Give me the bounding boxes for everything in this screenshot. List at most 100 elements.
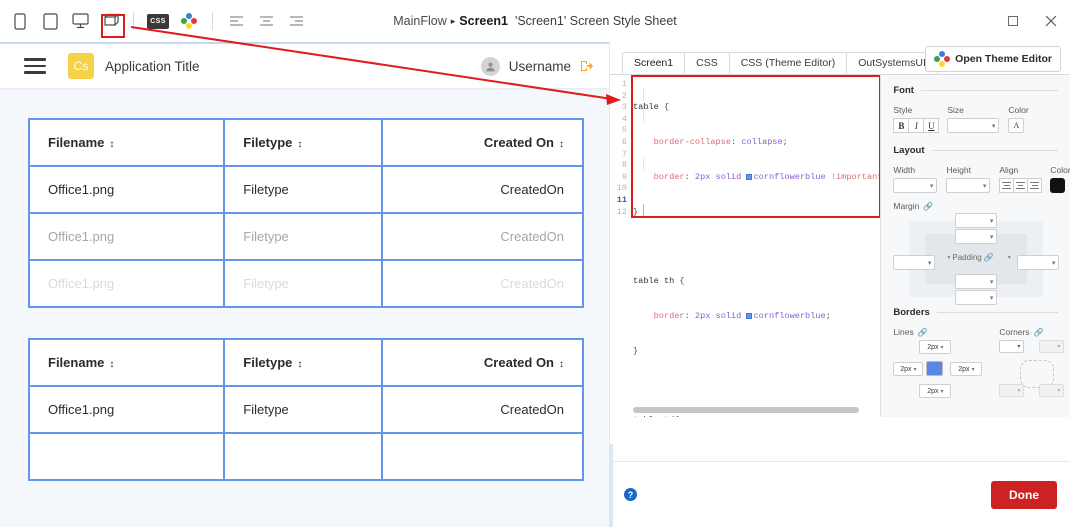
padding-label: Padding — [952, 253, 982, 262]
tab-css[interactable]: CSS — [684, 52, 730, 74]
cell-filename — [27, 432, 226, 481]
css-button[interactable]: CSS — [143, 8, 173, 34]
open-theme-editor-button[interactable]: Open Theme Editor — [925, 46, 1061, 72]
logout-icon[interactable] — [579, 59, 593, 73]
help-icon[interactable]: ? — [624, 488, 637, 501]
code-line-1: table { — [633, 102, 670, 113]
column-header-created-on[interactable]: Created On ↕ — [380, 338, 585, 387]
color-swatch-inline[interactable] — [746, 173, 753, 180]
sort-icon[interactable]: ↕ — [559, 139, 564, 150]
border-right-width-select[interactable]: 2px — [950, 362, 983, 376]
margin-top-select[interactable] — [955, 213, 998, 228]
tab-screen1[interactable]: Screen1 — [622, 52, 686, 74]
link-broken-icon[interactable]: 🔗 — [923, 201, 934, 211]
underline-button[interactable]: U — [923, 118, 940, 133]
sort-icon[interactable]: ↕ — [109, 359, 115, 370]
column-header-filetype[interactable]: Filetype↕ — [223, 338, 383, 387]
border-bottom-width-select[interactable]: 2px — [919, 384, 952, 398]
user-avatar-icon — [480, 56, 500, 76]
layout-color-group: Color — [1050, 165, 1070, 193]
padding-bottom-select[interactable] — [955, 274, 998, 289]
corner-bottom-left-select[interactable] — [999, 384, 1025, 397]
cell-filename: Office1.png — [27, 259, 226, 308]
hamburger-menu-icon[interactable] — [24, 58, 46, 74]
table-row[interactable]: Office1.png Filetype CreatedOn — [27, 165, 585, 214]
align-center-icon[interactable] — [252, 7, 280, 35]
editor-footer: ? Done — [610, 461, 1070, 527]
code-line-10: table td{ — [633, 415, 880, 417]
column-header-filename[interactable]: Filename↕ — [27, 118, 226, 167]
table-header-row: Filename↕ Filetype↕ Created On↕ — [27, 118, 585, 167]
breadcrumb-sheet-name: 'Screen1' Screen Style Sheet — [514, 14, 677, 28]
align-left-button[interactable] — [999, 178, 1015, 193]
layout-color-label: Color — [1050, 165, 1070, 175]
tablet-icon[interactable] — [36, 7, 64, 35]
align-right-icon[interactable] — [282, 7, 310, 35]
done-button[interactable]: Done — [991, 480, 1057, 509]
phone-icon[interactable] — [6, 7, 34, 35]
layout-width-select[interactable] — [893, 178, 938, 193]
sort-icon[interactable]: ↕ — [109, 139, 115, 150]
maximize-icon[interactable] — [1004, 12, 1022, 30]
border-color-swatch[interactable] — [926, 361, 944, 376]
align-right-button[interactable] — [1027, 178, 1043, 193]
font-size-select[interactable] — [947, 118, 1000, 133]
css-code-editor[interactable]: 1 2 3 4 5 6 7 8 9 10 11 12 table { borde… — [610, 75, 881, 417]
horizontal-scrollbar[interactable] — [633, 407, 877, 413]
breadcrumb-flow[interactable]: MainFlow — [393, 14, 447, 28]
line-number: 1 — [621, 79, 627, 89]
margin-right-select[interactable] — [1017, 255, 1060, 270]
align-center-button[interactable] — [1013, 178, 1029, 193]
link-icon[interactable]: 🔗 — [983, 253, 994, 262]
sort-icon[interactable]: ↕ — [297, 359, 303, 370]
data-table-2: Filename↕ Filetype↕ Created On ↕ Office1.… — [27, 338, 585, 481]
breadcrumb-screen[interactable]: Screen1 — [459, 14, 508, 28]
sort-icon[interactable]: ↕ — [297, 139, 303, 150]
code-line-3: border: 2px solid cornflowerblue !import… — [633, 171, 881, 182]
layout-height-label: Height — [946, 165, 971, 175]
layout-height-group: Height — [946, 165, 991, 193]
column-header-created-on[interactable]: Created On↕ — [380, 118, 585, 167]
top-toolbar: CSS MainFlow ▸ Screen1 'Screen1' Screen … — [0, 0, 1070, 42]
corner-top-left-select[interactable] — [999, 340, 1025, 353]
theme-colors-icon[interactable] — [175, 7, 203, 35]
color-swatch-inline[interactable] — [746, 312, 753, 319]
layout-color-swatch[interactable] — [1050, 178, 1066, 193]
corner-preview — [1020, 360, 1055, 388]
bold-button[interactable]: B — [893, 118, 910, 133]
responsive-icon[interactable] — [96, 7, 124, 35]
margin-bottom-select[interactable] — [955, 290, 998, 305]
borders-lines-group: Lines 🔗 2px 2px 2px 2px — [893, 327, 985, 402]
column-header-filetype[interactable]: Filetype↕ — [223, 118, 383, 167]
corner-bottom-right-select[interactable] — [1039, 384, 1065, 397]
tab-css-theme-editor[interactable]: CSS (Theme Editor) — [728, 52, 848, 74]
borders-corners-group: Corners 🔗 — [999, 327, 1070, 402]
margin-left-select[interactable] — [893, 255, 936, 270]
font-color-picker[interactable]: A — [1008, 118, 1025, 133]
sort-icon[interactable]: ↕ — [559, 359, 564, 370]
desktop-icon[interactable] — [66, 7, 94, 35]
cell-created-on: CreatedOn — [380, 385, 585, 434]
column-label: Created On — [483, 355, 554, 370]
align-left-icon[interactable] — [222, 7, 250, 35]
column-header-filename[interactable]: Filename↕ — [27, 338, 226, 387]
box-model-widget: ▾ Padding 🔗 ▾ — [893, 213, 1060, 305]
italic-button[interactable]: I — [908, 118, 925, 133]
layout-height-select[interactable] — [946, 178, 991, 193]
code-lines[interactable]: table { border-collapse: collapse; borde… — [633, 79, 880, 417]
corner-top-right-select[interactable] — [1039, 340, 1065, 353]
padding-top-select[interactable] — [955, 229, 998, 244]
link-icon[interactable]: 🔗 — [1033, 327, 1044, 337]
table-row[interactable]: Office1.png Filetype CreatedOn — [27, 212, 585, 261]
border-top-width-select[interactable]: 2px — [919, 340, 952, 354]
font-section-header: Font — [893, 85, 1058, 96]
font-size-label: Size — [947, 105, 964, 115]
horizontal-scrollbar-thumb[interactable] — [633, 407, 859, 413]
close-icon[interactable] — [1042, 12, 1060, 30]
border-left-width-select[interactable]: 2px — [893, 362, 924, 376]
table-row[interactable] — [27, 432, 585, 481]
link-icon[interactable]: 🔗 — [917, 327, 928, 337]
table-row[interactable]: Office1.png Filetype CreatedOn — [27, 259, 585, 308]
table-row[interactable]: Office1.png Filetype CreatedOn — [27, 385, 585, 434]
tab-outsystemsui[interactable]: OutSystemsUI — [846, 52, 938, 74]
